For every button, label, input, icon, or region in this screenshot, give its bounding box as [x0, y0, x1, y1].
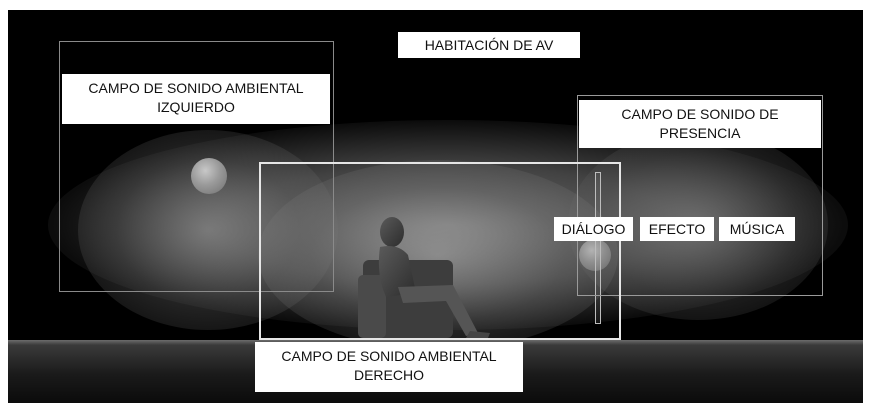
right-surround-label-line1: CAMPO DE SONIDO AMBIENTAL [281, 348, 497, 364]
left-surround-label-line1: CAMPO DE SONIDO AMBIENTAL [88, 80, 304, 96]
front-speaker-bar [595, 172, 601, 324]
av-room-scene: HABITACIÓN DE AV CAMPO DE SONIDO AMBIENT… [8, 10, 863, 403]
left-surround-field-label: CAMPO DE SONIDO AMBIENTAL IZQUIERDO [62, 74, 330, 124]
right-surround-label-line2: DERECHO [353, 367, 424, 383]
room-title-text: HABITACIÓN DE AV [424, 37, 554, 53]
presence-field-frame [577, 95, 823, 296]
listener-head [380, 217, 404, 247]
listener-figure [358, 217, 490, 338]
channel-music-text: MÚSICA [729, 221, 785, 237]
channel-label-dialogue: DIÁLOGO [554, 217, 633, 241]
left-surround-speaker [191, 158, 227, 194]
channel-dialogue-text: DIÁLOGO [561, 221, 626, 237]
right-surround-field-label: CAMPO DE SONIDO AMBIENTAL DERECHO [255, 342, 523, 392]
presence-label-line1: CAMPO DE SONIDO DE [621, 106, 779, 122]
left-surround-label-line2: IZQUIERDO [157, 99, 235, 115]
right-surround-field-frame [259, 162, 621, 340]
left-surround-field-frame [59, 41, 334, 292]
channel-label-music: MÚSICA [719, 217, 795, 241]
channel-effect-text: EFECTO [648, 221, 706, 237]
presence-label-line2: PRESENCIA [659, 125, 741, 141]
presence-field-label: CAMPO DE SONIDO DE PRESENCIA [579, 100, 821, 148]
channel-label-effect: EFECTO [640, 217, 714, 241]
room-title: HABITACIÓN DE AV [398, 32, 580, 58]
